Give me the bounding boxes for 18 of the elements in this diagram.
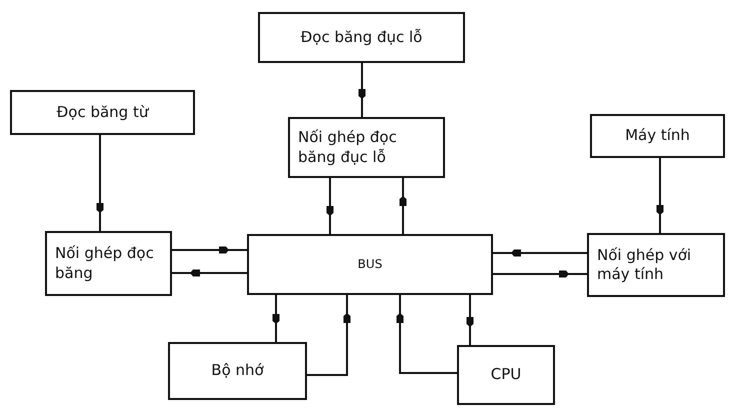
box-label: Nối ghép đọc băng đục lỗ: [298, 128, 398, 167]
process-box: [457, 345, 555, 405]
process-box: [288, 117, 445, 178]
box-label: BUS: [358, 256, 382, 272]
process-box: [247, 234, 493, 295]
box-label: Đọc băng từ: [56, 102, 148, 122]
box-label: CPU: [490, 365, 522, 385]
box-label: Đọc băng đục lỗ: [300, 28, 422, 48]
process-box: [258, 12, 465, 63]
box-label: Bộ nhớ: [211, 361, 264, 381]
process-box: [590, 114, 725, 158]
process-box: [45, 231, 172, 296]
box-label: Nối ghép với máy tính: [597, 246, 692, 284]
box-label: Máy tính: [625, 126, 690, 146]
process-box: [168, 342, 307, 400]
process-box: [587, 233, 725, 297]
box-label: Nối ghép đọc băng: [55, 244, 155, 283]
process-box: [10, 90, 195, 135]
